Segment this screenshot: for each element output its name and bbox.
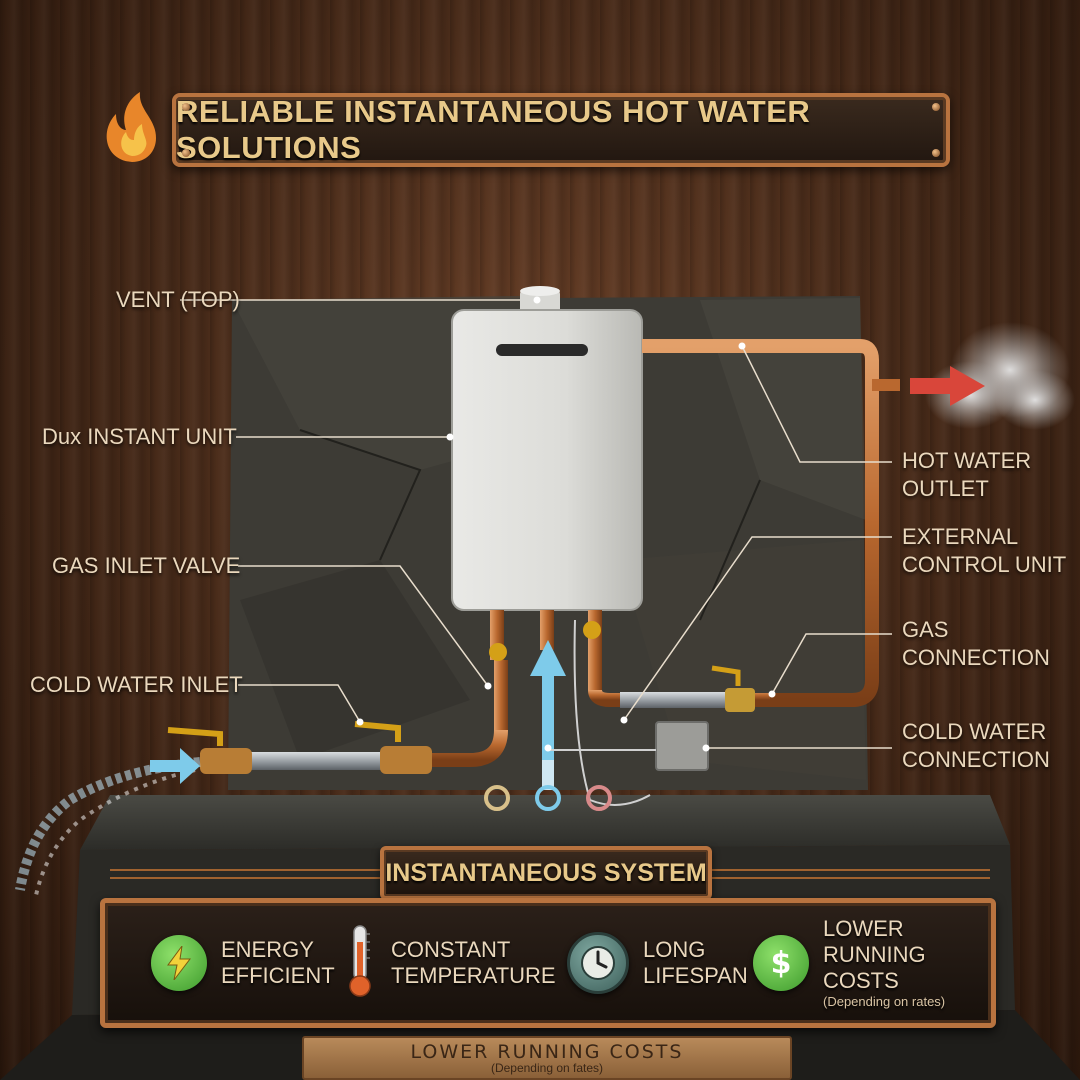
system-plate: INSTANTANEOUS SYSTEM [380,846,712,900]
label-unit: Dux INSTANT UNIT [42,424,237,449]
label-vent: VENT (TOP) [116,287,240,312]
footer-plate: LOWER RUNNING COSTS (Depending on fates) [302,1036,792,1080]
label-cold-conn-line1: COLD WATER [902,719,1047,744]
benefit-temp-line1: CONSTANT [391,937,511,962]
clock-icon [567,932,629,994]
benefit-energy: ENERGY EFFICIENT [151,903,335,1023]
benefit-lifespan: LONG LIFESPAN [567,903,748,1023]
lightning-icon [151,935,207,991]
label-control-line2: CONTROL UNIT [902,552,1067,577]
label-cold-inlet: COLD WATER INLET [30,672,243,697]
thermometer-icon [347,924,373,1003]
title-plate: RELIABLE INSTANTANEOUS HOT WATER SOLUTIO… [172,93,950,167]
dollar-icon: $ [753,935,809,991]
label-hot-outlet: HOT WATER OUTLET [902,447,1031,503]
label-gas-valve: GAS INLET VALVE [52,553,241,578]
benefit-lifespan-line2: LIFESPAN [643,963,748,988]
page-title: RELIABLE INSTANTANEOUS HOT WATER SOLUTIO… [176,94,811,165]
benefit-lifespan-line1: LONG [643,937,706,962]
label-control-line1: EXTERNAL [902,524,1019,549]
benefit-costs-line3: COSTS [823,968,899,993]
flame-icon [106,92,156,162]
benefit-energy-line1: ENERGY [221,937,314,962]
benefit-energy-line2: EFFICIENT [221,963,335,988]
benefit-temperature: CONSTANT TEMPERATURE [347,903,556,1023]
label-hot-outlet-line2: OUTLET [902,476,989,501]
benefit-costs-line2: RUNNING [823,942,926,967]
benefits-panel: ENERGY EFFICIENT CONSTANT TEMPERATURE [100,898,996,1028]
label-gas-conn-line1: GAS [902,617,949,642]
label-control-unit: EXTERNAL CONTROL UNIT [902,523,1066,579]
label-gas-conn-line2: CONNECTION [902,645,1050,670]
label-cold-conn-line2: CONNECTION [902,747,1050,772]
footer-sub: (Depending on fates) [490,1060,604,1075]
benefit-costs-note: (Depending on rates) [823,994,946,1009]
footer-main: LOWER RUNNING COSTS [410,1040,684,1063]
cold-arrow-left [150,748,200,784]
benefit-costs: $ LOWER RUNNING COSTS (Depending on rate… [753,903,945,1023]
hot-arrow [910,366,985,406]
stone-slab [80,795,1010,850]
system-label: INSTANTANEOUS SYSTEM [385,858,707,887]
label-gas-connection: GAS CONNECTION [902,616,1050,672]
label-cold-connection: COLD WATER CONNECTION [902,718,1050,774]
cold-arrow-up [530,640,566,760]
label-hot-outlet-line1: HOT WATER [902,448,1032,473]
benefit-temp-line2: TEMPERATURE [391,963,556,988]
benefit-costs-line1: LOWER [823,916,904,941]
control-box [655,721,709,771]
